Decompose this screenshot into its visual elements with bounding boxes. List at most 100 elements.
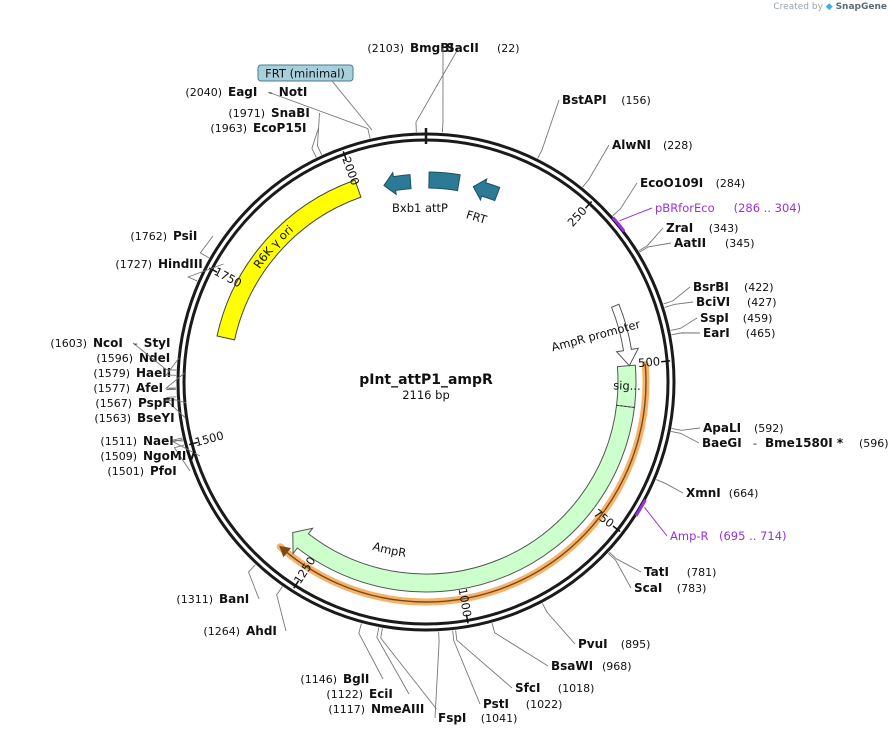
site-name: EagI: [228, 85, 257, 99]
primer-range: (695 .. 714): [719, 529, 787, 543]
site-separator: -: [753, 437, 757, 450]
snapgene-credit: Created by ◆ SnapGene: [773, 2, 887, 12]
site-extra-name: NotI: [279, 85, 308, 99]
site-leader-line: [670, 317, 698, 331]
site-leader-line: [639, 242, 672, 253]
tick-mark: [661, 360, 671, 363]
bxb1-attp-label: Bxb1 attP: [392, 201, 448, 215]
site-sacii[interactable]: SacII (22): [441, 41, 520, 133]
site-pspfi[interactable]: (1567)PspFI: [95, 396, 187, 410]
ampr-promoter-feature[interactable]: [610, 303, 640, 367]
bxb1-attp-feature[interactable]: [383, 171, 412, 196]
site-ecii[interactable]: (1122)EciI: [326, 627, 410, 701]
site-leader-line: [452, 630, 481, 705]
site-position: (465): [746, 327, 776, 340]
site-name: PspFI: [138, 396, 175, 410]
site-position: (1603): [50, 337, 87, 350]
frt-minimal-tag[interactable]: FRT (minimal): [257, 64, 373, 131]
site-snabi[interactable]: (1971)SnaBI: [228, 106, 323, 156]
site-ecop15i[interactable]: (1963)EcoP15I: [210, 121, 319, 158]
site-bgli[interactable]: (1146)BglI: [300, 623, 384, 686]
site-leader-line: [607, 552, 632, 589]
site-bseyi[interactable]: (1563)BseYI: [94, 399, 186, 425]
site-position: (22): [497, 42, 520, 55]
site-leader-line: [172, 437, 184, 442]
site-position: (1122): [326, 688, 363, 701]
site-eco0109i[interactable]: EcoO109I(284): [612, 176, 746, 217]
site-pvui[interactable]: PvuI(895): [541, 603, 650, 651]
site-sfci[interactable]: SfcI(1018): [455, 630, 595, 695]
site-position: (1501): [107, 465, 144, 478]
primer-pbrforeco[interactable]: pBRforEco(286 .. 304): [611, 201, 801, 233]
site-leader-line: [380, 628, 437, 710]
site-leader-line: [415, 47, 459, 133]
site-bsawi[interactable]: BsaWI (968): [491, 623, 632, 673]
site-xmni[interactable]: XmnI(664): [656, 479, 758, 500]
site-leader-line: [358, 623, 384, 680]
site-leader-line: [670, 430, 700, 444]
site-sspi[interactable]: SspI(459): [670, 311, 773, 331]
site-apali[interactable]: ApaLI(592): [671, 421, 784, 435]
site-name: SfcI: [515, 681, 540, 695]
ampr-label: AmpR: [371, 539, 407, 560]
frt-label: FRT: [464, 207, 489, 227]
site-bcivi[interactable]: BciVI(427): [664, 295, 777, 309]
site-name: ScaI: [634, 581, 662, 595]
site-position: (284): [716, 177, 746, 190]
site-name: BglI: [343, 672, 369, 686]
tick-label: 1500: [193, 428, 225, 449]
tick-mark: [612, 525, 621, 533]
site-eari[interactable]: EarI(465): [671, 326, 775, 340]
site-name: BsaWI: [551, 659, 593, 673]
site-leader-line: [663, 286, 691, 305]
primer-layer: pBRforEco(286 .. 304) Amp-R(695 .. 714): [611, 201, 801, 543]
site-haeii[interactable]: (1579)HaeII: [93, 366, 185, 389]
site-bani[interactable]: (1311)BanI: [176, 564, 260, 606]
site-zrai[interactable]: ZraI(343): [638, 221, 739, 252]
primer-amp-r[interactable]: Amp-R(695 .. 714): [634, 499, 787, 543]
site-eagi[interactable]: (2040)EagI-NotI: [185, 85, 371, 139]
site-position: (1509): [100, 450, 137, 463]
site-name: FspI: [438, 711, 466, 725]
site-aatii[interactable]: AatII(345): [639, 236, 755, 253]
site-leader-line: [455, 630, 513, 689]
site-name: BciVI: [696, 295, 730, 309]
site-position: (968): [602, 660, 632, 673]
tick-mark: [342, 151, 348, 161]
site-baegi[interactable]: BaeGI-Bme1580I *(596): [670, 430, 889, 450]
r6k-ori-feature[interactable]: [216, 179, 362, 341]
site-position: (343): [709, 222, 739, 235]
site-leader-line: [166, 396, 187, 404]
site-ncoi[interactable]: (1603)NcoI-StyI: [50, 336, 177, 371]
site-fspi[interactable]: FspI(1041): [434, 631, 517, 725]
site-ngomiv[interactable]: (1509) NgoMIV: [100, 438, 201, 463]
site-hindiii[interactable]: (1727)HindIII: [115, 257, 224, 282]
att-block-feature[interactable]: [428, 171, 461, 192]
site-ahdi[interactable]: (1264)AhdI: [203, 586, 287, 638]
site-name: NgoMIV: [143, 449, 196, 463]
site-afei[interactable]: (1577)AfeI: [93, 381, 177, 395]
site-bsrbi[interactable]: BsrBI(422): [663, 280, 774, 305]
site-scai[interactable]: ScaI(783): [607, 552, 706, 595]
tick-label: 2000: [339, 155, 362, 187]
site-naei[interactable]: (1511)NaeI: [100, 434, 184, 448]
site-psti[interactable]: PstI(1022): [452, 630, 563, 711]
site-position: (2103): [367, 42, 404, 55]
site-tati[interactable]: TatI(781): [608, 551, 716, 579]
site-name: SacII: [446, 41, 479, 55]
primer-mark: [634, 499, 647, 517]
site-psii[interactable]: (1762)PsiI: [130, 229, 214, 259]
site-leader-line: [664, 301, 694, 308]
site-nmeaiii[interactable]: (1117)NmeAIII: [328, 628, 437, 716]
site-bstapi[interactable]: BstAPI(156): [537, 93, 651, 159]
site-name: AlwNI: [612, 138, 651, 152]
site-bmgbi[interactable]: (2103)BmgBI: [367, 41, 459, 133]
site-alwni[interactable]: AlwNI(228): [582, 138, 693, 188]
primer-leader: [644, 507, 668, 537]
site-name: XmnI: [686, 486, 721, 500]
tick-mark: [465, 614, 469, 624]
frt-feature[interactable]: [472, 177, 501, 202]
site-name: SnaBI: [271, 106, 310, 120]
ampr-feature[interactable]: [292, 403, 636, 593]
